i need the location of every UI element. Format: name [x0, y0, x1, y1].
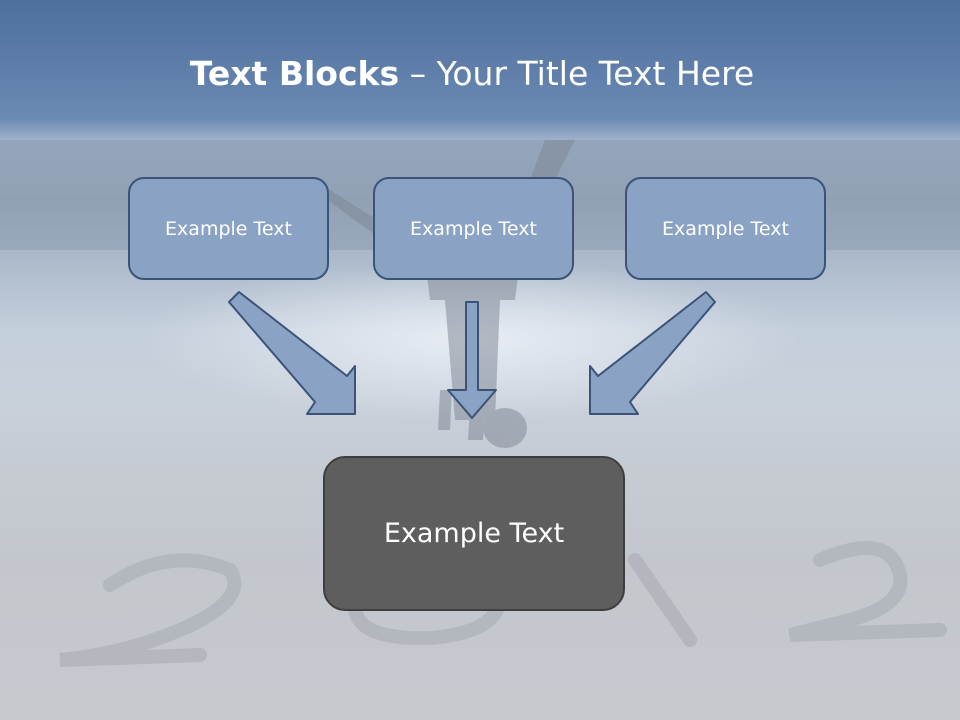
target-block[interactable]: Example Text [323, 456, 625, 611]
text-block-right-label: Example Text [662, 217, 789, 240]
text-block-right[interactable]: Example Text [625, 177, 826, 280]
target-block-label: Example Text [383, 518, 565, 549]
arrow-right-diagonal-icon [589, 291, 716, 415]
arrow-left-diagonal-icon [228, 291, 356, 415]
arrow-down-icon [447, 301, 497, 419]
text-block-center[interactable]: Example Text [373, 177, 574, 280]
text-block-left[interactable]: Example Text [128, 177, 329, 280]
slide-title: Text Blocks – Your Title Text Here [0, 52, 944, 96]
title-rest-part: – Your Title Text Here [399, 54, 755, 93]
text-block-center-label: Example Text [410, 217, 537, 240]
text-block-left-label: Example Text [165, 217, 292, 240]
title-bold-part: Text Blocks [189, 54, 400, 93]
